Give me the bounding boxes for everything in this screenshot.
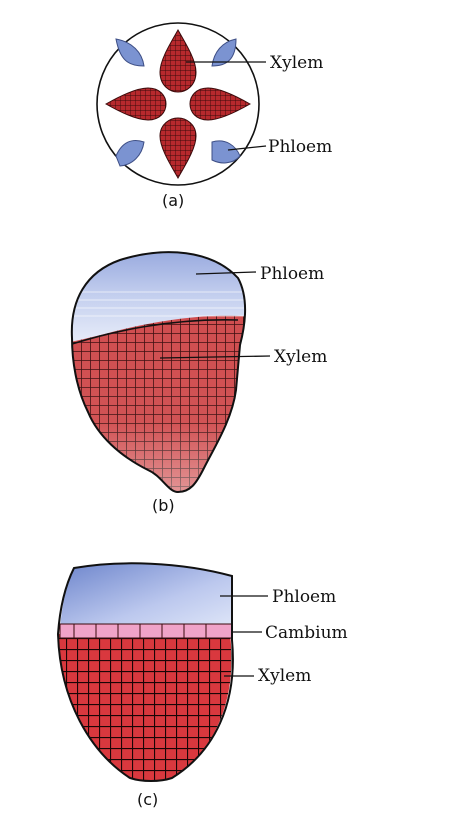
xylem-region-c: [58, 634, 232, 781]
phloem-label-a: Phloem: [268, 137, 332, 157]
cambium-band-c: [59, 623, 233, 639]
phloem-patch-top-right: [211, 38, 237, 67]
caption-c: (c): [137, 790, 158, 809]
diagram-a: Xylem Phloem (a): [96, 22, 332, 210]
bundle-outline-b: [70, 251, 247, 494]
phloem-region-c: [60, 563, 232, 628]
phloem-patch-bottom-right: [211, 140, 241, 164]
cambium-label-c: Cambium: [265, 623, 348, 643]
xylem-strand-top: [159, 28, 197, 93]
xylem-label-a: Xylem: [270, 53, 323, 73]
phloem-leader-line-a: [227, 145, 267, 151]
phloem-label-b: Phloem: [260, 264, 324, 284]
phloem-label-c: Phloem: [272, 587, 336, 607]
xylem-label-b: Xylem: [274, 347, 327, 367]
xylem-strand-right: [189, 87, 252, 121]
xylem-leader-line-b: [159, 355, 271, 359]
phloem-patch-top-left: [115, 38, 145, 67]
phloem-patch-bottom-left: [115, 140, 145, 167]
xylem-strand-left: [104, 87, 167, 121]
diagram-c: Phloem Cambium Xylem (c): [56, 562, 348, 809]
xylem-strand-bottom: [159, 117, 197, 180]
caption-b: (b): [152, 496, 175, 515]
diagram-b: Phloem Xylem (b): [70, 251, 327, 515]
phloem-leader-line-b: [195, 271, 257, 275]
bundle-outline-c: [56, 562, 234, 782]
xylem-label-c: Xylem: [258, 666, 311, 686]
caption-a: (a): [162, 191, 184, 210]
